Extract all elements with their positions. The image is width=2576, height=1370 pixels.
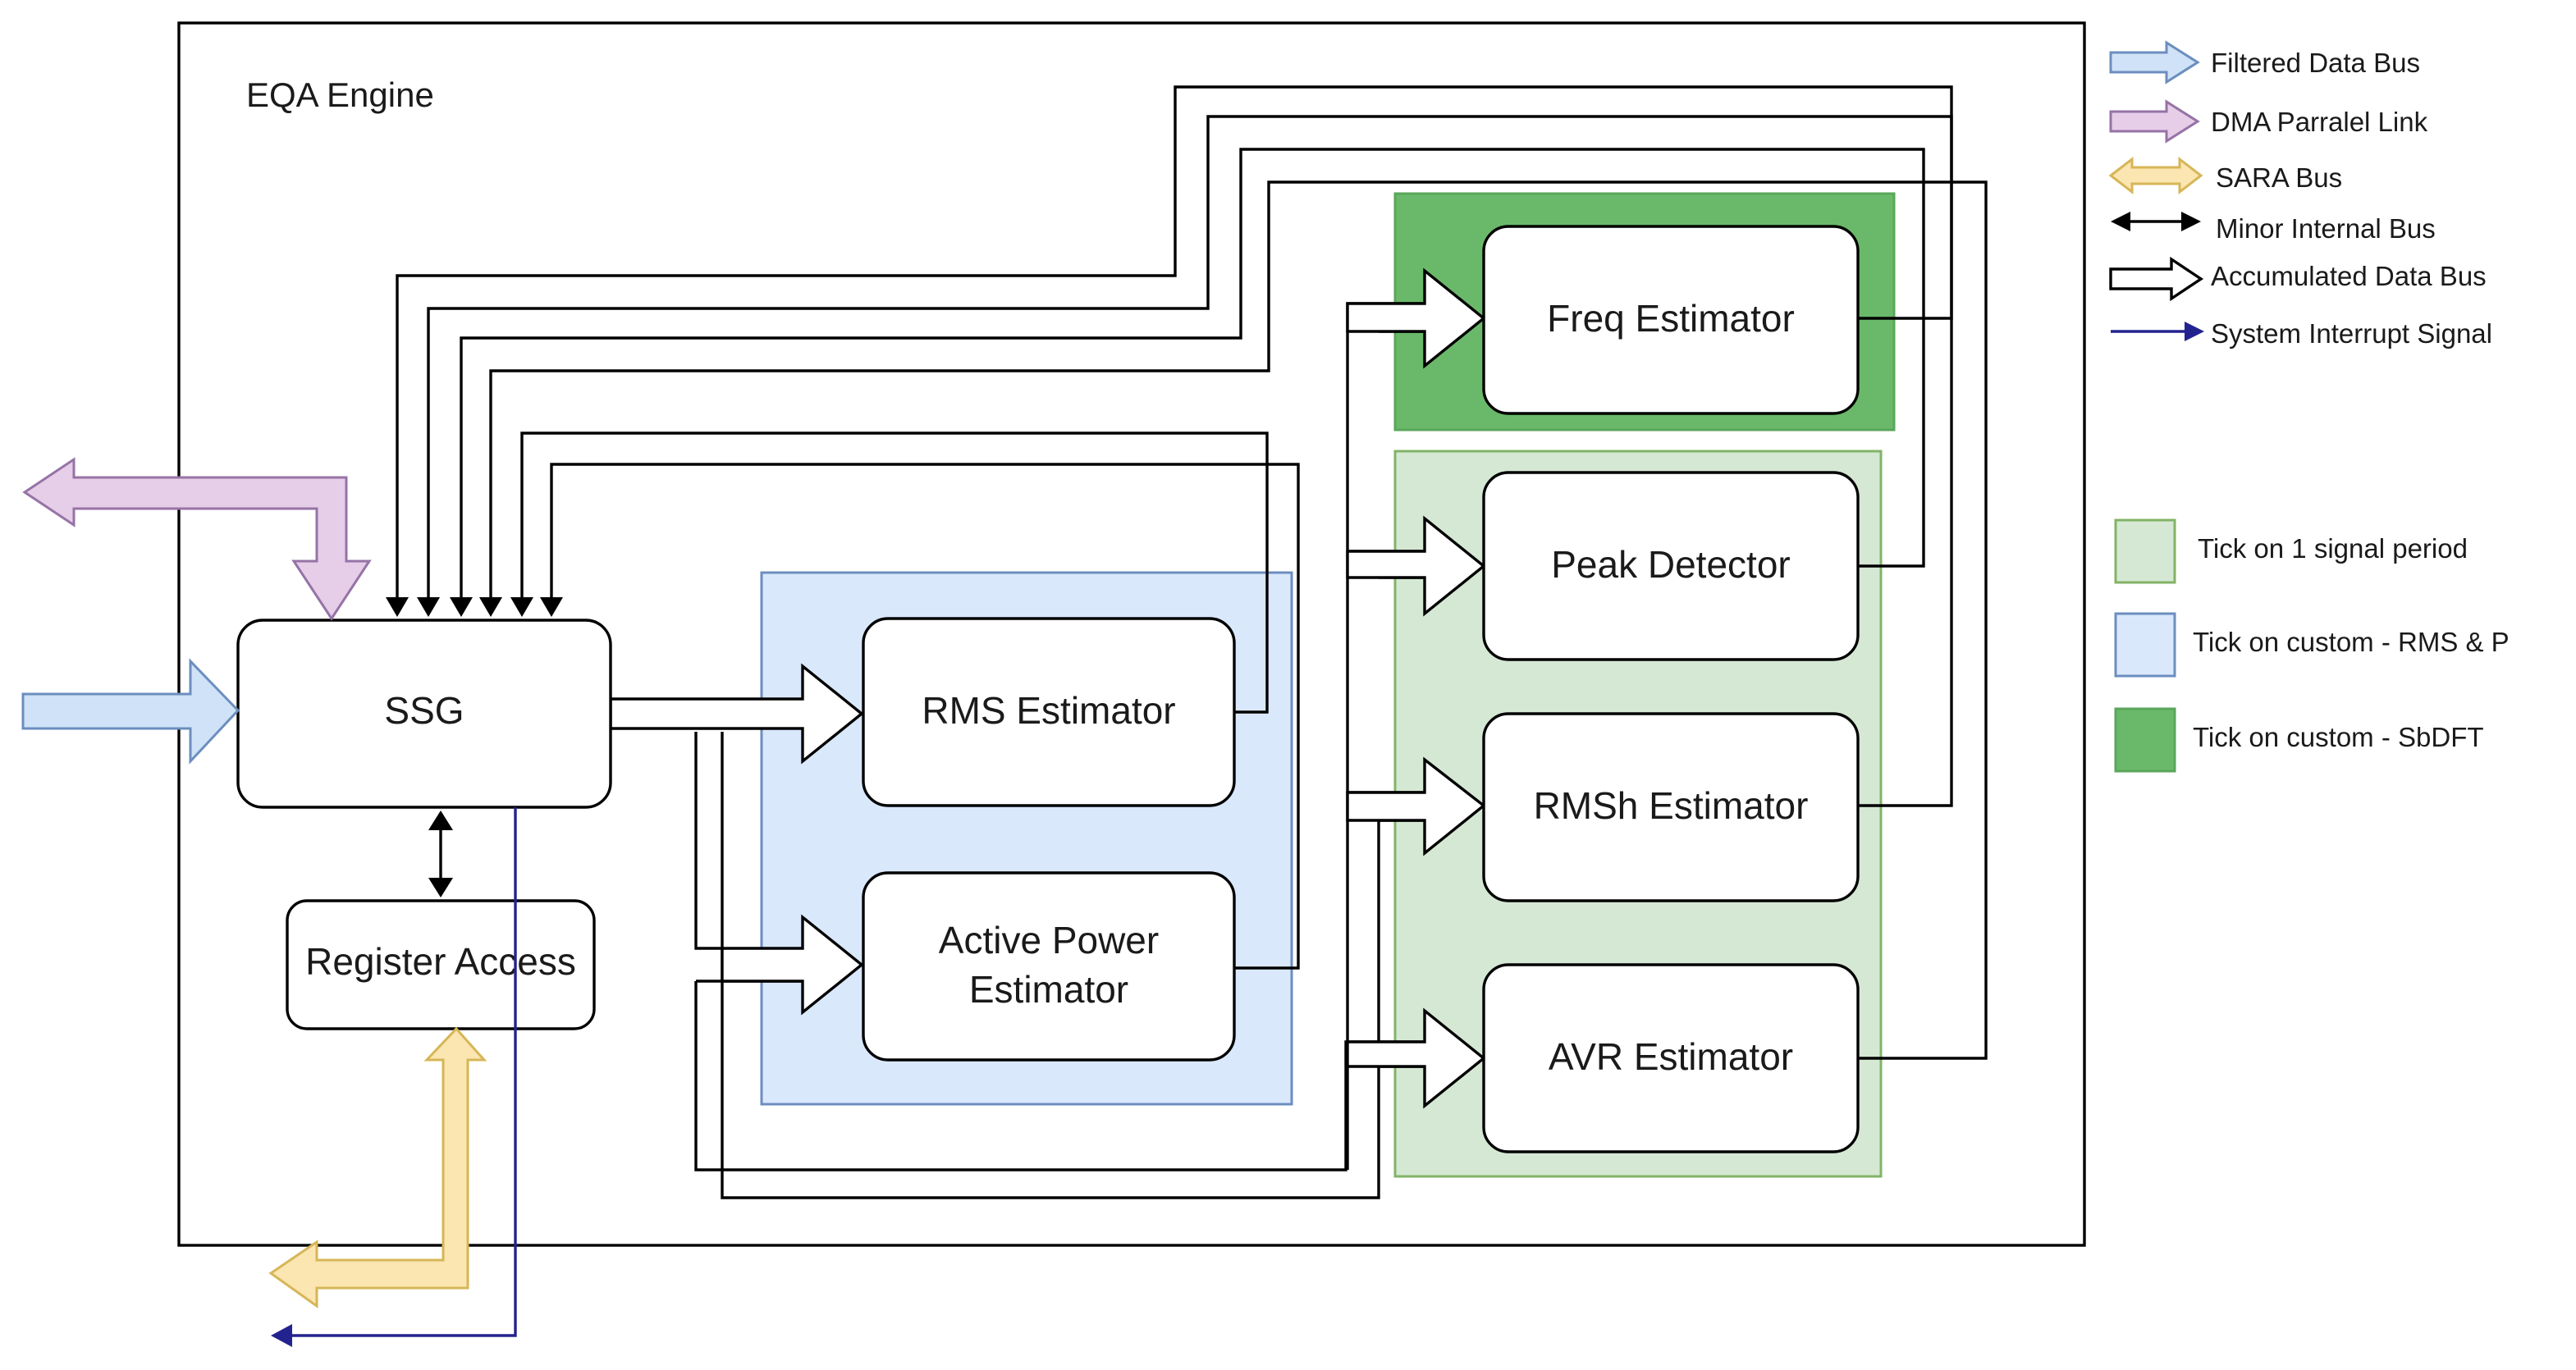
legend-tick-rms-p-label: Tick on custom - RMS & P: [2193, 627, 2510, 657]
peak-detector-block: [1482, 471, 1860, 661]
legend-buses: Filtered Data Bus DMA Parralel Link SARA…: [2108, 40, 2492, 349]
legend-tick-sbdft-label: Tick on custom - SbDFT: [2193, 722, 2484, 752]
rmsh-estimator-label: RMSh Estimator: [1534, 784, 1809, 827]
avr-estimator-block: [1482, 963, 1860, 1153]
minor-bus-ssg-register: [428, 811, 453, 897]
freq-estimator-block: [1482, 225, 1860, 415]
arrow-to-peak: [1346, 515, 1486, 617]
rms-estimator-block: [862, 617, 1236, 807]
avr-estimator-label: AVR Estimator: [1549, 1035, 1793, 1078]
legend-minor-internal-bus-icon: [2111, 212, 2201, 231]
rmsh-estimator-block: [1482, 712, 1860, 902]
arrow-to-avr: [1346, 1007, 1486, 1109]
arrow-to-rmsh: [1346, 756, 1486, 856]
legend-accumulated-data-bus-label: Accumulated Data Bus: [2211, 261, 2487, 291]
active-power-label-line2: Estimator: [969, 968, 1128, 1011]
system-interrupt-signal-line: [271, 807, 517, 1347]
legend-ticks: Tick on 1 signal period Tick on custom -…: [2114, 518, 2510, 773]
legend-filtered-data-bus-label: Filtered Data Bus: [2211, 48, 2420, 78]
register-access-label: Register Access: [305, 940, 576, 983]
rms-estimator-label: RMS Estimator: [922, 689, 1175, 732]
freq-estimator-label: Freq Estimator: [1547, 297, 1795, 340]
sara-bus-arrow: [268, 1026, 487, 1308]
arrow-to-active-power: [721, 914, 864, 1016]
legend-dma-parallel-link-label: DMA Parralel Link: [2211, 107, 2428, 137]
legend-tick-signal-period-swatch: [2114, 518, 2176, 584]
arrow-to-freq: [1346, 267, 1486, 369]
feedback-wires: [386, 85, 1988, 1060]
filtered-data-bus-input-arrow: [21, 658, 240, 765]
dma-parallel-link-arrow: [22, 457, 372, 621]
legend-minor-internal-bus-label: Minor Internal Bus: [2216, 213, 2436, 244]
ssg-block: [236, 619, 612, 809]
legend-dma-parallel-link-icon: [2109, 99, 2200, 144]
accumulated-bus-arrows: [609, 267, 1486, 1109]
legend-system-interrupt-signal-label: System Interrupt Signal: [2211, 318, 2492, 349]
legend-sara-bus-icon: [2108, 156, 2203, 195]
legend-tick-rms-p-swatch: [2114, 612, 2176, 678]
legend-accumulated-data-bus-icon: [2109, 256, 2204, 302]
register-access-block: [286, 899, 596, 1030]
ssg-label: SSG: [384, 689, 464, 732]
eqa-engine-frame: [177, 21, 2086, 1247]
arrow-ssg-to-rms: [609, 663, 864, 765]
active-power-label-line1: Active Power: [939, 919, 1159, 961]
legend-sara-bus-label: SARA Bus: [2216, 162, 2342, 193]
eqa-engine-title: EQA Engine: [246, 75, 434, 114]
peak-detector-label: Peak Detector: [1551, 543, 1790, 586]
legend-filtered-data-bus-icon: [2109, 40, 2200, 84]
legend-system-interrupt-signal-icon: [2111, 322, 2204, 341]
legend-tick-sbdft-swatch: [2114, 707, 2176, 773]
active-power-estimator-block: [862, 871, 1236, 1062]
legend-tick-signal-period-label: Tick on 1 signal period: [2198, 533, 2468, 564]
